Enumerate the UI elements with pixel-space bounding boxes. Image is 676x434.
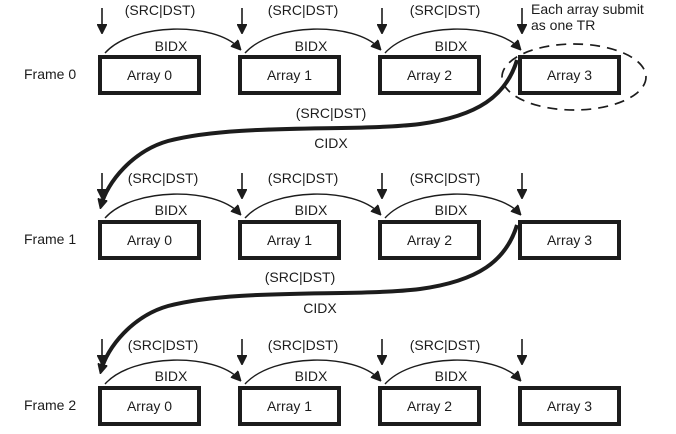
srcdst-label: (SRC|DST) bbox=[124, 2, 196, 18]
frame0-array2-box: Array 2 bbox=[378, 55, 481, 95]
srcdst-label: (SRC|DST) bbox=[267, 337, 339, 353]
frame1-array1-box: Array 1 bbox=[238, 220, 341, 260]
frame-0-label: Frame 0 bbox=[24, 66, 77, 82]
bidx-arc bbox=[244, 193, 379, 219]
array-label: Array 1 bbox=[266, 398, 313, 414]
bidx-label: BIDX bbox=[154, 202, 188, 218]
tr-note-line1: Each array submit bbox=[531, 1, 644, 17]
srcdst-label: (SRC|DST) bbox=[267, 2, 339, 18]
bidx-label: BIDX bbox=[434, 38, 468, 54]
cidx-label: CIDX bbox=[314, 135, 348, 151]
bidx-arc bbox=[384, 28, 519, 54]
srcdst-label: (SRC|DST) bbox=[409, 2, 481, 18]
array-label: Array 2 bbox=[406, 67, 453, 83]
array-label: Array 2 bbox=[406, 398, 453, 414]
bidx-arc bbox=[244, 28, 379, 54]
array-label: Array 0 bbox=[126, 232, 173, 248]
bidx-arc bbox=[244, 359, 379, 385]
srcdst-label: (SRC|DST) bbox=[267, 170, 339, 186]
bidx-arc bbox=[104, 193, 239, 219]
array-label: Array 2 bbox=[406, 232, 453, 248]
frame2-array2-box: Array 2 bbox=[378, 386, 481, 426]
frame2-array1-box: Array 1 bbox=[238, 386, 341, 426]
tr-ellipse bbox=[501, 43, 647, 111]
frame2-array0-box: Array 0 bbox=[98, 386, 201, 426]
srcdst-label: (SRC|DST) bbox=[295, 105, 367, 121]
frame1-array0-box: Array 0 bbox=[98, 220, 201, 260]
bidx-label: BIDX bbox=[294, 368, 328, 384]
array-label: Array 1 bbox=[266, 232, 313, 248]
tr-note-line2: as one TR bbox=[531, 17, 596, 33]
cidx-curve-frame0-frame1 bbox=[101, 59, 519, 206]
bidx-label: BIDX bbox=[434, 202, 468, 218]
frame1-array3-box: Array 3 bbox=[518, 220, 621, 260]
frame-2-label: Frame 2 bbox=[24, 397, 77, 413]
frame0-array3-box: Array 3 bbox=[518, 55, 621, 95]
bidx-label: BIDX bbox=[154, 368, 188, 384]
bidx-arc bbox=[104, 28, 239, 54]
array-label: Array 3 bbox=[546, 232, 593, 248]
frame1-array2-box: Array 2 bbox=[378, 220, 481, 260]
frame2-array3-box: Array 3 bbox=[518, 386, 621, 426]
srcdst-label: (SRC|DST) bbox=[264, 269, 336, 285]
bidx-label: BIDX bbox=[154, 38, 188, 54]
array-label: Array 0 bbox=[126, 67, 173, 83]
frame0-array0-box: Array 0 bbox=[98, 55, 201, 95]
array-label: Array 0 bbox=[126, 398, 173, 414]
bidx-arc bbox=[104, 359, 239, 385]
cidx-curve-frame1-frame2 bbox=[101, 224, 519, 371]
array-label: Array 3 bbox=[546, 67, 593, 83]
cidx-label: CIDX bbox=[303, 300, 337, 316]
array-label: Array 1 bbox=[266, 67, 313, 83]
bidx-arc bbox=[384, 193, 519, 219]
frame0-array1-box: Array 1 bbox=[238, 55, 341, 95]
srcdst-label: (SRC|DST) bbox=[409, 170, 481, 186]
srcdst-label: (SRC|DST) bbox=[409, 337, 481, 353]
bidx-label: BIDX bbox=[434, 368, 468, 384]
frame-1-label: Frame 1 bbox=[24, 231, 77, 247]
srcdst-label: (SRC|DST) bbox=[127, 170, 199, 186]
bidx-label: BIDX bbox=[294, 38, 328, 54]
bidx-arc bbox=[384, 359, 519, 385]
bidx-label: BIDX bbox=[294, 202, 328, 218]
srcdst-label: (SRC|DST) bbox=[127, 337, 199, 353]
tr-note: Each array submit as one TR bbox=[531, 1, 644, 33]
array-label: Array 3 bbox=[546, 398, 593, 414]
